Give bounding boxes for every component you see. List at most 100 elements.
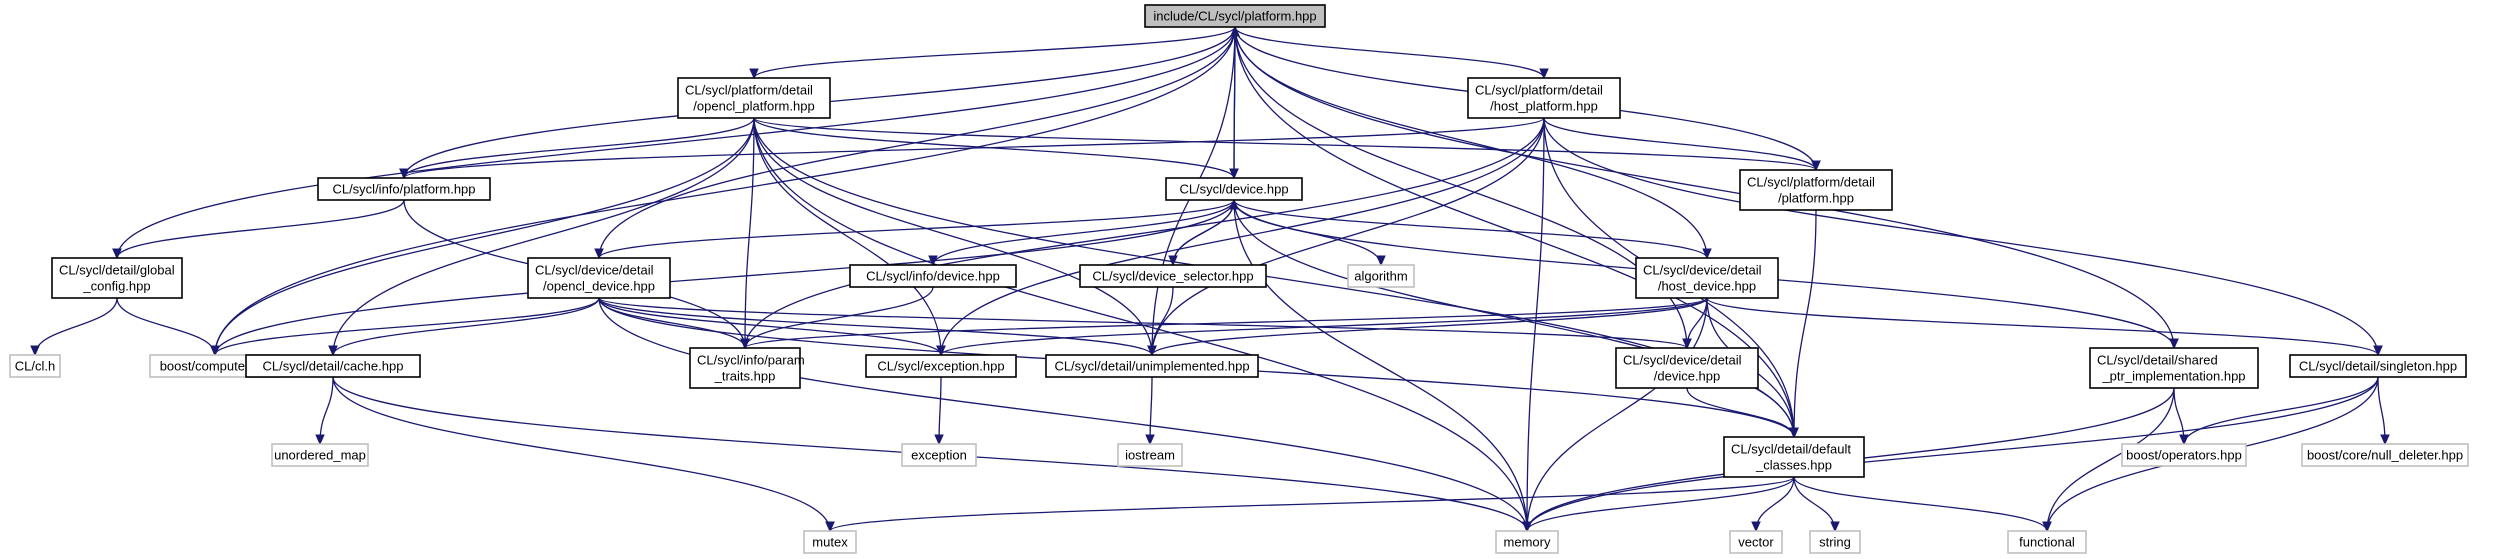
node-opencl-platform[interactable]: CL/sycl/platform/detail/opencl_platform.…	[677, 77, 831, 119]
node-label-line: boost/core/null_deleter.hpp	[2307, 448, 2463, 463]
node-param-traits[interactable]: CL/sycl/info/param_traits.hpp	[689, 347, 805, 389]
node-label-line: /device.hpp	[1654, 369, 1721, 384]
nodes-layer: include/CL/sycl/platform.hppCL/sycl/plat…	[9, 4, 2469, 554]
edge-line	[598, 199, 1235, 259]
node-unimplemented[interactable]: CL/sycl/detail/unimplemented.hpp	[1045, 354, 1259, 378]
node-null-deleter: boost/core/null_deleter.hpp	[2301, 443, 2469, 467]
edge-host_device-to-root	[1230, 25, 1708, 259]
node-label-line: CL/sycl/info/param	[697, 353, 805, 368]
node-exception-hpp[interactable]: CL/sycl/exception.hpp	[865, 354, 1017, 378]
node-info-device[interactable]: CL/sycl/info/device.hpp	[849, 264, 1017, 288]
node-shared-ptr-impl[interactable]: CL/sycl/detail/shared_ptr_implementation…	[2089, 347, 2259, 389]
edge-arrowhead	[315, 434, 325, 446]
edge-arrowhead	[749, 68, 759, 80]
edge-line	[1526, 376, 2379, 532]
node-detail-device[interactable]: CL/sycl/device/detail/device.hpp	[1615, 347, 1759, 389]
node-box	[1467, 77, 1621, 119]
edge-arrowhead	[1376, 255, 1386, 267]
node-root[interactable]: include/CL/sycl/platform.hpp	[1144, 4, 1326, 28]
node-box	[2289, 354, 2467, 378]
edge-host_device-to-exception_hpp	[936, 297, 1708, 357]
node-default-classes[interactable]: CL/sycl/detail/default_classes.hpp	[1723, 436, 1865, 478]
node-label-line: mutex	[812, 535, 848, 550]
edge-singleton-to-null_deleter	[2377, 376, 2390, 446]
node-label-line: /host_platform.hpp	[1490, 99, 1598, 114]
edge-default_classes-to-functional	[1793, 476, 2052, 533]
edge-opencl_platform-to-detail_platform	[753, 117, 1821, 172]
edge-arrowhead	[740, 338, 750, 350]
node-label-line: CL/sycl/exception.hpp	[877, 359, 1004, 374]
edge-arrowhead	[328, 345, 338, 357]
node-device-selector[interactable]: CL/sycl/device_selector.hpp	[1079, 264, 1267, 288]
node-label-line: /host_device.hpp	[1658, 279, 1756, 294]
edge-line	[1793, 209, 1817, 438]
node-box	[865, 354, 1017, 378]
node-cache[interactable]: CL/sycl/detail/cache.hpp	[245, 354, 421, 378]
edge-opencl_platform-to-param_traits	[740, 117, 755, 350]
node-label-line: CL/sycl/detail/shared	[2097, 353, 2218, 368]
edge-line	[1234, 26, 2175, 349]
edges-layer	[30, 25, 2390, 533]
node-box	[245, 354, 421, 378]
edge-line	[1233, 199, 1708, 259]
node-boost-operators: boost/operators.hpp	[2121, 443, 2247, 467]
edge-arrowhead	[2179, 434, 2189, 446]
node-box	[271, 443, 369, 467]
edge-root-to-global_config	[112, 26, 1236, 260]
node-box	[2089, 347, 2259, 389]
edge-opencl_platform-to-unimplemented	[753, 117, 1157, 357]
edge-singleton-to-boost_operators	[2179, 376, 2379, 446]
edge-line	[2377, 376, 2386, 445]
node-label-line: CL/sycl/platform/detail	[1475, 83, 1603, 98]
edge-arrowhead	[2373, 345, 2383, 357]
edge-default_classes-to-memory	[1522, 476, 1795, 533]
node-box	[1809, 530, 1861, 554]
node-info-platform[interactable]: CL/sycl/info/platform.hpp	[317, 177, 491, 201]
node-label-line: CL/sycl/device_selector.hpp	[1092, 269, 1253, 284]
edge-line	[1234, 26, 1708, 259]
node-detail-platform[interactable]: CL/sycl/platform/detail/platform.hpp	[1739, 169, 1893, 211]
node-box	[803, 530, 857, 554]
node-box	[1635, 257, 1779, 299]
edge-line	[940, 117, 1545, 356]
edge-line	[2046, 387, 2175, 532]
edge-global_config-to-boost_compute	[116, 297, 220, 357]
edge-host_device-to-singleton	[1706, 297, 2383, 357]
node-algorithm: algorithm	[1347, 264, 1415, 288]
edge-root-to-host_platform	[1234, 26, 1549, 80]
edge-arrowhead	[1539, 68, 1549, 80]
node-box	[677, 77, 831, 119]
node-box	[901, 443, 977, 467]
node-device[interactable]: CL/sycl/device.hpp	[1165, 177, 1303, 201]
edge-arrowhead	[1230, 25, 1240, 37]
edge-line	[598, 297, 1153, 356]
node-global-config[interactable]: CL/sycl/detail/global_config.hpp	[51, 257, 183, 299]
edge-line	[1686, 387, 1795, 438]
edge-arrowhead	[1789, 427, 1799, 439]
node-box	[1165, 177, 1303, 201]
node-host-device[interactable]: CL/sycl/device/detail/host_device.hpp	[1635, 257, 1779, 299]
edge-line	[932, 199, 1235, 266]
node-host-platform[interactable]: CL/sycl/platform/detail/host_platform.hp…	[1467, 77, 1621, 119]
edge-detail_device-to-default_classes	[1686, 387, 1799, 439]
node-memory: memory	[1495, 530, 1559, 554]
node-label-line: _classes.hpp	[1755, 458, 1832, 473]
edge-device-to-info_device	[928, 199, 1235, 267]
node-label-line: CL/sycl/info/platform.hpp	[332, 182, 475, 197]
node-singleton[interactable]: CL/sycl/detail/singleton.hpp	[2289, 354, 2467, 378]
node-label-line: include/CL/sycl/platform.hpp	[1153, 9, 1316, 24]
edge-line	[598, 297, 1528, 532]
edge-device_selector-to-device	[1172, 198, 1239, 266]
edge-line	[1793, 476, 1836, 532]
node-opencl-device[interactable]: CL/sycl/device/detail/opencl_device.hpp	[527, 257, 671, 299]
node-label-line: CL/sycl/platform/detail	[685, 83, 813, 98]
node-label-line: boost/operators.hpp	[2126, 448, 2242, 463]
edge-line	[319, 376, 334, 445]
edge-line	[744, 286, 934, 349]
node-label-line: exception	[911, 448, 967, 463]
edge-arrowhead	[399, 168, 409, 180]
edge-host_platform-to-info_platform	[399, 117, 1545, 180]
node-label-line: CL/sycl/detail/cache.hpp	[263, 359, 404, 374]
edge-arrowhead	[1522, 521, 1532, 533]
node-label-line: _ptr_implementation.hpp	[2101, 369, 2245, 384]
